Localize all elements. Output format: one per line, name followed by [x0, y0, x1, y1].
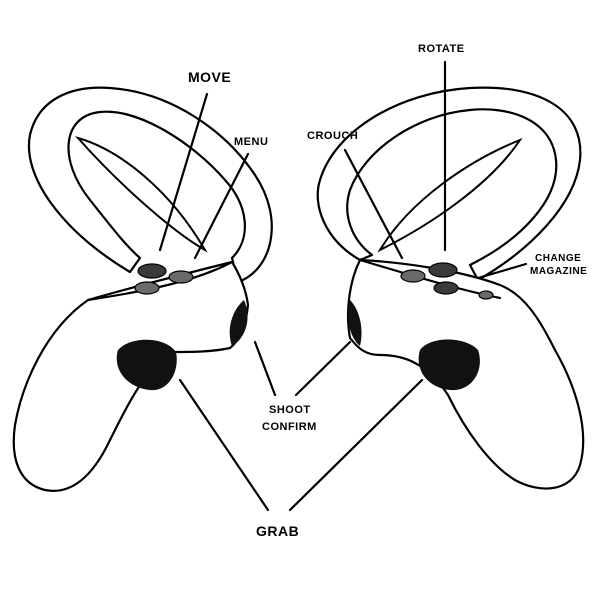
menu-callout-line	[193, 152, 250, 260]
grab-right-callout-line	[288, 378, 424, 512]
grab-left-callout-line	[178, 378, 270, 512]
menu-label: MENU	[234, 136, 268, 148]
move-callout-line	[158, 92, 209, 252]
left-controller	[12, 86, 273, 492]
right-grip[interactable]	[418, 339, 480, 391]
shoot-label: SHOOT	[269, 404, 311, 416]
left-controller-ring	[27, 86, 273, 284]
change-magazine-label-line2: MAGAZINE	[530, 266, 587, 277]
callout-lines	[158, 60, 528, 512]
left-menu-button[interactable]	[168, 270, 194, 284]
left-ring-opening	[74, 136, 208, 253]
grab-label: GRAB	[256, 523, 299, 539]
left-grip[interactable]	[116, 339, 177, 391]
right-controller	[316, 86, 585, 490]
right-button-b[interactable]	[400, 269, 426, 283]
left-thumbstick[interactable]	[137, 263, 167, 279]
left-trigger[interactable]	[229, 300, 248, 346]
change-magazine-callout-line	[476, 262, 528, 280]
left-button-x[interactable]	[134, 281, 160, 295]
move-label: MOVE	[188, 69, 231, 85]
right-ring-opening	[377, 137, 523, 253]
confirm-label: CONFIRM	[262, 421, 317, 433]
crouch-callout-line	[343, 148, 404, 260]
change-magazine-label-line1: CHANGE	[535, 253, 581, 264]
shoot-right-callout-line	[294, 340, 352, 397]
right-menu-button[interactable]	[478, 290, 494, 300]
labels: MOVE MENU ROTATE CROUCH CHANGE MAGAZINE …	[188, 43, 587, 539]
right-button-a[interactable]	[433, 281, 459, 295]
rotate-label: ROTATE	[418, 43, 465, 55]
left-top-face	[86, 260, 234, 302]
right-trigger[interactable]	[348, 300, 362, 346]
crouch-label: CROUCH	[307, 130, 358, 142]
shoot-left-callout-line	[253, 340, 277, 397]
right-controller-ring	[316, 86, 582, 282]
right-thumbstick[interactable]	[428, 262, 458, 278]
